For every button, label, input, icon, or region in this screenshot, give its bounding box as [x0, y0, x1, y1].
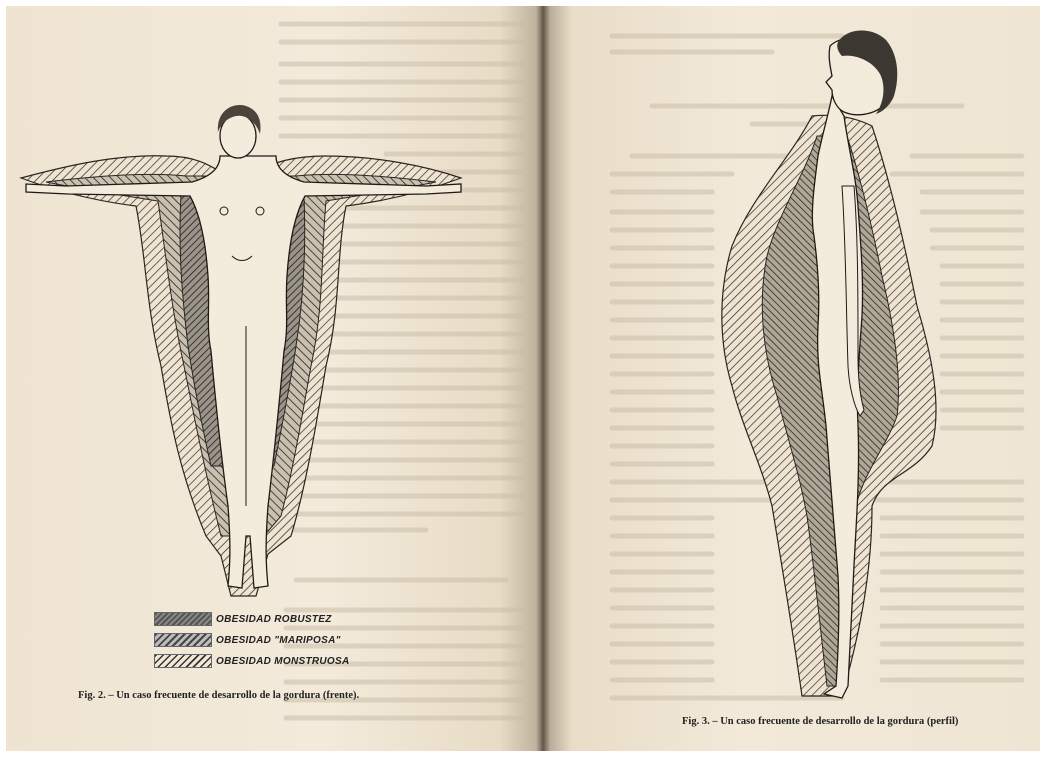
legend-swatch-mariposa: [154, 633, 212, 647]
figure-3-caption: Fig. 3. – Un caso frecuente de desarroll…: [682, 716, 958, 727]
legend-swatch-monstruosa: [154, 654, 212, 668]
legend-item-mariposa: OBESIDAD "MARIPOSA": [154, 633, 341, 647]
legend-label: OBESIDAD "MARIPOSA": [216, 635, 341, 646]
left-page: OBESIDAD ROBUSTEZ OBESIDAD "MARIPOSA" OB…: [6, 6, 542, 751]
book-spread: OBESIDAD ROBUSTEZ OBESIDAD "MARIPOSA" OB…: [6, 6, 1040, 751]
book-gutter: [536, 6, 550, 751]
legend-label: OBESIDAD ROBUSTEZ: [216, 614, 332, 625]
figure-2-caption: Fig. 2. – Un caso frecuente de desarroll…: [78, 690, 359, 701]
profile-figure-illustration: [542, 6, 1040, 751]
legend-label: OBESIDAD MONSTRUOSA: [216, 656, 349, 667]
legend-item-monstruosa: OBESIDAD MONSTRUOSA: [154, 654, 349, 668]
legend-swatch-robustez: [154, 612, 212, 626]
legend-item-robustez: OBESIDAD ROBUSTEZ: [154, 612, 332, 626]
right-page: Fig. 3. – Un caso frecuente de desarroll…: [542, 6, 1040, 751]
